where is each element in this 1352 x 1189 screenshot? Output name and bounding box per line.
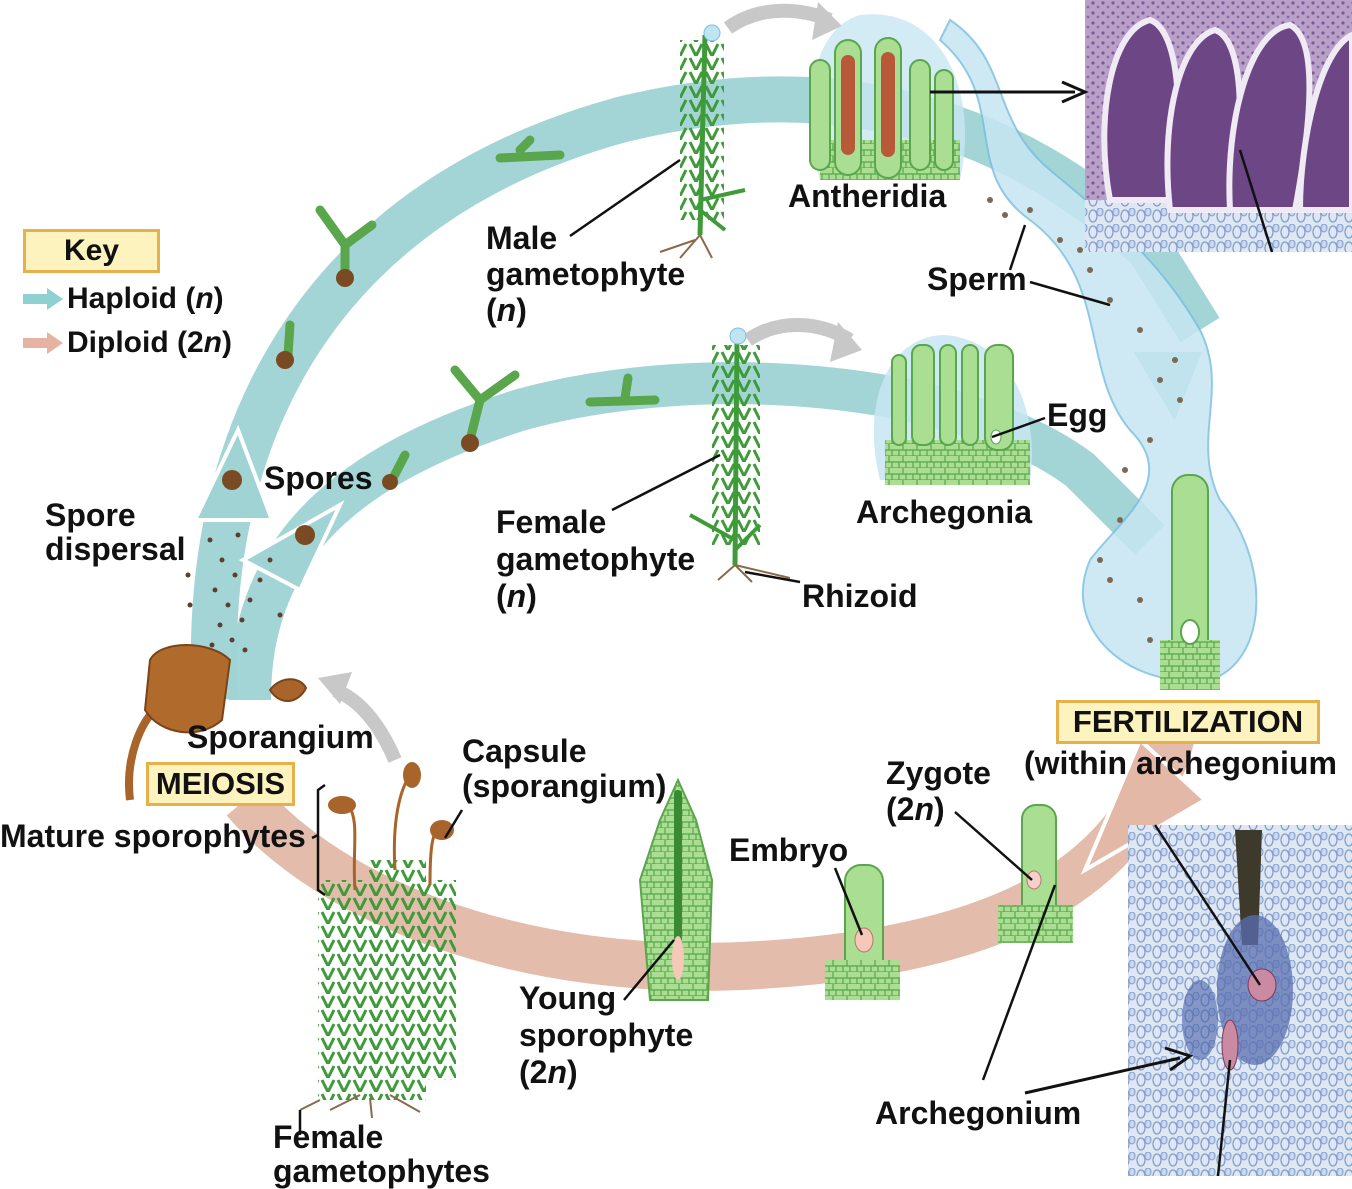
key-haploid-label: Haploid <box>67 282 177 315</box>
key-haploid-ploidy: n <box>195 282 214 315</box>
grey-arrow-female <box>744 317 854 347</box>
label-female-gametophytes-line1: Female <box>273 1119 384 1155</box>
label-female-ploidy: n <box>506 578 527 614</box>
label-egg: Egg <box>1047 397 1108 433</box>
label-female-gametophytes: Female gametophytes <box>273 1120 490 1188</box>
label-spore-dispersal-line2: dispersal <box>45 531 186 567</box>
label-young-line2: sporophyte <box>519 1017 694 1053</box>
meiosis-box: MEIOSIS <box>146 762 295 806</box>
haploid-arrow-icon <box>23 288 63 310</box>
pointer-arrows <box>930 80 1194 1095</box>
micrograph-antheridia <box>1085 0 1352 252</box>
label-fertilization: FERTILIZATION <box>1072 704 1304 739</box>
label-zygote-ploidy: n <box>914 791 934 827</box>
label-male-line2: gametophyte <box>486 256 686 292</box>
embryo-stage <box>825 864 900 1000</box>
label-spores: Spores <box>264 460 373 496</box>
label-young-ploidy: n <box>547 1054 567 1090</box>
key-title-box: Key <box>23 229 160 273</box>
micrograph-archegonium <box>1128 825 1352 1176</box>
protonema-outer <box>283 135 565 360</box>
female-gametophyte-plant <box>689 327 791 583</box>
grey-arrow-female-head <box>830 322 862 362</box>
label-capsule-line1: Capsule <box>462 733 587 769</box>
mature-sporophytes-plants <box>299 762 456 1119</box>
key-title: Key <box>63 234 120 267</box>
label-male-ploidy: n <box>496 292 517 328</box>
protonema-inner <box>387 365 660 485</box>
label-sperm: Sperm <box>927 261 1027 297</box>
spore-dots-outer <box>222 269 354 490</box>
antheridia-illustration <box>809 14 966 181</box>
label-mature-sporophytes: Mature sporophytes <box>0 818 306 854</box>
label-male-gametophyte: Male gametophyte (n) <box>486 220 686 328</box>
key-diploid-label: Diploid <box>67 326 169 359</box>
key-diploid-ploidy: n <box>203 326 222 359</box>
leader-lines <box>298 149 1274 1176</box>
label-young-line1: Young <box>519 980 617 1016</box>
grey-arrow-male-head <box>812 2 842 40</box>
label-within-archegonium: (within archegonium <box>1024 745 1337 781</box>
diploid-arrow-icon <box>23 332 63 354</box>
archegonium-in-water <box>1160 474 1220 690</box>
zygote-stage <box>998 804 1073 943</box>
label-spore-dispersal-line1: Spore <box>45 497 136 533</box>
label-female-line1: Female <box>496 504 607 540</box>
label-zygote: Zygote (2n) <box>886 755 991 827</box>
label-zygote-line1: Zygote <box>886 755 991 791</box>
label-male-line1: Male <box>486 220 558 256</box>
label-embryo: Embryo <box>729 832 849 868</box>
fertilization-box: FERTILIZATION <box>1056 700 1320 744</box>
label-sporangium: Sporangium <box>187 719 374 755</box>
label-young-sporophyte: Young sporophyte (2n) <box>519 980 694 1090</box>
young-sporophyte-stage <box>638 777 714 1001</box>
label-female-gametophyte: Female gametophyte (n) <box>496 504 696 614</box>
label-antheridia: Antheridia <box>788 178 947 214</box>
label-spore-dispersal: Spore dispersal <box>45 498 186 566</box>
grey-arrow-capsule-head <box>318 672 352 704</box>
archegonia-illustration <box>873 335 1032 485</box>
sporangium-capsule <box>125 644 308 801</box>
sperm-cells <box>987 197 1183 643</box>
arrowhead-spores-inner <box>238 500 345 593</box>
label-archegonium: Archegonium <box>875 1095 1082 1131</box>
label-female-line2: gametophyte <box>496 541 696 577</box>
label-meiosis: MEIOSIS <box>155 766 286 801</box>
male-gametophyte-plant <box>659 24 746 259</box>
label-female-gametophytes-line2: gametophytes <box>273 1153 490 1189</box>
key-haploid-row: Haploid (n) <box>23 282 224 316</box>
spore-dots-inner <box>295 434 479 545</box>
label-capsule-line2: (sporangium) <box>462 768 667 804</box>
label-archegonia: Archegonia <box>856 494 1033 530</box>
label-capsule: Capsule (sporangium) <box>462 734 666 804</box>
label-rhizoid: Rhizoid <box>802 578 918 614</box>
